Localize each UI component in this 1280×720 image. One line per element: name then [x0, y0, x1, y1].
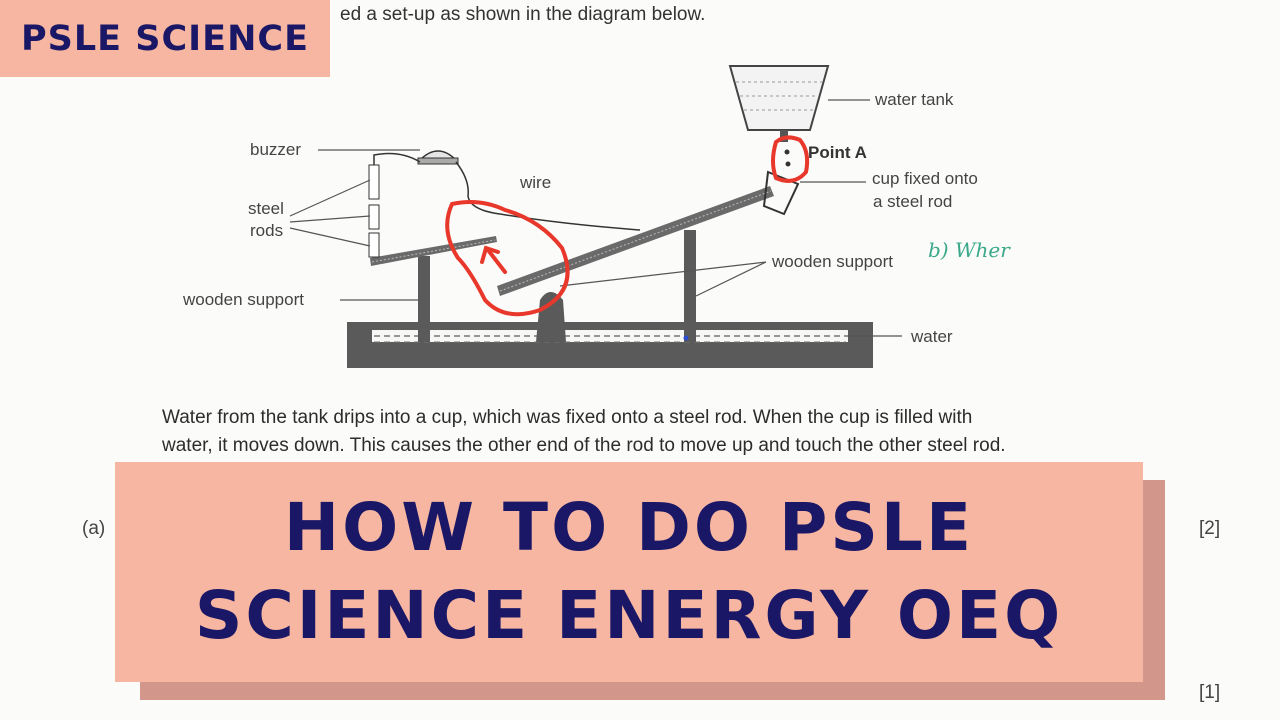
- right-wooden-support: [684, 230, 696, 342]
- label-leader-lines: [289, 99, 902, 337]
- label-cup-line1: cup fixed onto: [872, 169, 978, 188]
- label-rods: rods: [250, 221, 284, 240]
- paragraph-line: Water from the tank drips into a cup, wh…: [162, 407, 973, 428]
- pivot: [536, 292, 566, 342]
- label-point-a: Point A: [808, 143, 867, 162]
- label-steel: steel: [248, 199, 284, 218]
- label-water: water: [911, 327, 953, 346]
- left-steel-rod: [370, 236, 497, 266]
- tilted-steel-rod: [497, 186, 774, 296]
- part-a-label: (a): [82, 518, 106, 539]
- question-paragraph: Water from the tank drips into a cup, wh…: [162, 404, 1242, 460]
- handwritten-note: b) Wher: [928, 238, 1010, 262]
- label-wooden-support-right: wooden support: [772, 252, 893, 271]
- label-cup-line2: a steel rod: [873, 192, 953, 211]
- title-banner: HOW TO DO PSLE SCIENCE ENERGY OEQ: [115, 462, 1143, 682]
- title-line-1: HOW TO DO PSLE: [283, 489, 975, 566]
- marks-a: [2]: [1199, 518, 1221, 539]
- title-line-2: SCIENCE ENERGY OEQ: [194, 577, 1064, 654]
- series-badge: PSLE SCIENCE: [0, 0, 330, 77]
- label-wooden-support-left: wooden support: [183, 290, 304, 309]
- label-wire: wire: [520, 173, 552, 192]
- red-annotations: [445, 135, 810, 317]
- left-wooden-support: [418, 256, 430, 342]
- water-tray: [347, 322, 873, 368]
- marks-b: [1]: [1199, 682, 1221, 703]
- label-buzzer: buzzer: [250, 140, 302, 159]
- buzzer-assembly: [368, 150, 641, 258]
- series-badge-label: PSLE SCIENCE: [21, 18, 309, 59]
- paragraph-line: water, it moves down. This causes the ot…: [162, 435, 1006, 456]
- blue-mark: [683, 335, 689, 341]
- question-intro: ed a set-up as shown in the diagram belo…: [340, 4, 706, 25]
- label-water-tank: water tank: [875, 90, 954, 109]
